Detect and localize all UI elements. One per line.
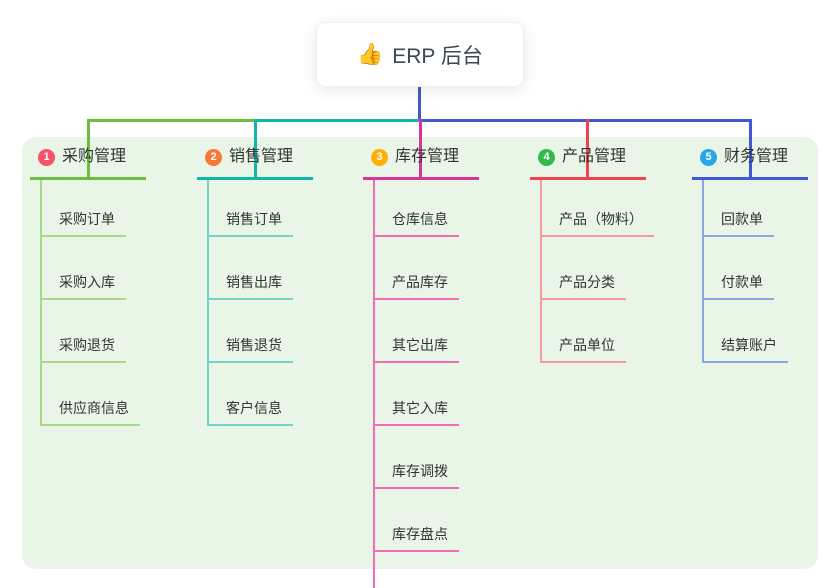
branch-children: 回款单付款单结算账户 <box>702 180 808 363</box>
branch-4: 4 产品管理产品（物料）产品分类产品单位 <box>530 146 654 363</box>
child-node[interactable]: 客户信息 <box>209 363 293 426</box>
child-node[interactable]: 采购入库 <box>42 237 126 300</box>
child-node[interactable]: 库存调拨 <box>375 426 459 489</box>
branch-children: 采购订单采购入库采购退货供应商信息 <box>40 180 146 426</box>
root-node[interactable]: 👍 ERP 后台 <box>316 22 524 87</box>
child-node[interactable]: 仓库信息 <box>375 180 459 237</box>
child-node[interactable]: 库存盘点 <box>375 489 459 552</box>
child-node[interactable]: 销售出库 <box>209 237 293 300</box>
branch-header-2[interactable]: 2 销售管理 <box>197 146 313 180</box>
branch-drop-line <box>87 119 90 177</box>
child-node[interactable]: 产品（物料） <box>542 180 654 237</box>
branch-children: 销售订单销售出库销售退货客户信息 <box>207 180 313 426</box>
branch-drop-line <box>254 119 257 177</box>
branch-label: 产品管理 <box>562 148 627 165</box>
root-label: ERP 后台 <box>392 44 483 68</box>
branch-2: 2 销售管理销售订单销售出库销售退货客户信息 <box>197 146 313 426</box>
thumbs-up-icon: 👍 <box>357 42 384 66</box>
branch-1: 1 采购管理采购订单采购入库采购退货供应商信息 <box>30 146 146 426</box>
branch-label: 库存管理 <box>395 148 460 165</box>
child-node[interactable]: 回款单 <box>704 180 774 237</box>
branch-header-5[interactable]: 5 财务管理 <box>692 146 808 180</box>
branch-number-badge: 2 <box>205 148 222 166</box>
child-node[interactable]: 销售订单 <box>209 180 293 237</box>
branch-header-1[interactable]: 1 采购管理 <box>30 146 146 180</box>
branch-drop-line <box>586 119 589 177</box>
branch-label: 采购管理 <box>62 148 127 165</box>
branch-header-4[interactable]: 4 产品管理 <box>530 146 646 180</box>
child-node[interactable]: 出库库明细 <box>375 552 473 588</box>
branches-panel <box>22 137 818 569</box>
branch-label: 销售管理 <box>229 148 294 165</box>
child-node[interactable]: 采购退货 <box>42 300 126 363</box>
child-node[interactable]: 产品分类 <box>542 237 626 300</box>
child-node[interactable]: 采购订单 <box>42 180 126 237</box>
branch-number-badge: 3 <box>371 148 388 166</box>
branch-children: 产品（物料）产品分类产品单位 <box>540 180 654 363</box>
branch-children: 仓库信息产品库存其它出库其它入库库存调拨库存盘点出库库明细 <box>373 180 479 588</box>
root-connector-line <box>418 85 421 122</box>
branch-5: 5 财务管理回款单付款单结算账户 <box>692 146 808 363</box>
branch-number-badge: 4 <box>538 148 555 166</box>
branch-number-badge: 1 <box>38 148 55 166</box>
child-node[interactable]: 其它入库 <box>375 363 459 426</box>
child-node[interactable]: 结算账户 <box>704 300 788 363</box>
child-node[interactable]: 付款单 <box>704 237 774 300</box>
child-node[interactable]: 产品库存 <box>375 237 459 300</box>
branch-drop-line <box>419 119 422 177</box>
bus-segment-line <box>254 119 419 122</box>
child-node[interactable]: 销售退货 <box>209 300 293 363</box>
branch-header-3[interactable]: 3 库存管理 <box>363 146 479 180</box>
branch-drop-line <box>749 119 752 177</box>
branch-label: 财务管理 <box>724 148 789 165</box>
bus-segment-line <box>419 119 750 122</box>
child-node[interactable]: 其它出库 <box>375 300 459 363</box>
child-node[interactable]: 供应商信息 <box>42 363 140 426</box>
branch-3: 3 库存管理仓库信息产品库存其它出库其它入库库存调拨库存盘点出库库明细 <box>363 146 479 588</box>
child-node[interactable]: 产品单位 <box>542 300 626 363</box>
branch-number-badge: 5 <box>700 148 717 166</box>
bus-segment-line <box>87 119 254 122</box>
